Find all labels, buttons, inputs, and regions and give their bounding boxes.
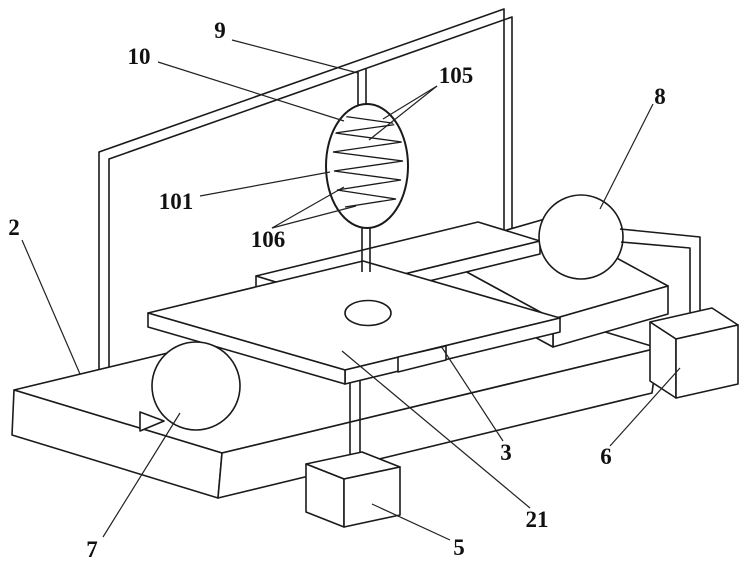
reference-labels: 9 10 105 101 106 2 8 3 21 6 5 7	[8, 18, 666, 562]
ref-label-21: 21	[526, 507, 549, 532]
plate-notch	[397, 345, 447, 373]
leader-9	[231, 39, 359, 74]
leader-105	[382, 85, 438, 120]
ref-label-2: 2	[8, 215, 20, 240]
ref-label-7: 7	[86, 537, 98, 562]
vessel-assembly	[325, 68, 409, 272]
leader-5	[371, 503, 451, 541]
ref-label-105: 105	[439, 63, 474, 88]
leader-2	[21, 239, 81, 375]
left-pump-body	[151, 341, 241, 431]
left-plate	[147, 260, 561, 385]
ref-label-5: 5	[453, 535, 465, 560]
leader-105	[368, 85, 438, 141]
ref-label-6: 6	[600, 444, 612, 469]
ref-label-101: 101	[159, 189, 194, 214]
leader-106	[271, 186, 345, 229]
right-box-front	[675, 324, 739, 399]
leader-lines	[21, 39, 681, 541]
left-drain-pipe	[349, 381, 361, 460]
heating-coil	[332, 115, 404, 208]
leader-7	[102, 412, 181, 538]
left-pump	[139, 341, 241, 432]
left-plate-left	[147, 312, 346, 385]
right-drain-pipe	[619, 228, 701, 318]
left-pump-inlet-wedge	[139, 411, 165, 432]
ref-label-106: 106	[251, 227, 286, 252]
ref-label-10: 10	[128, 44, 151, 69]
ref-label-9: 9	[214, 18, 226, 43]
bottom-box-front	[343, 466, 401, 528]
right-pump-body	[538, 194, 624, 280]
ref-label-8: 8	[654, 84, 666, 109]
leader-3	[440, 345, 504, 442]
right-pump	[538, 194, 624, 280]
right-box	[649, 307, 739, 399]
plate-hole	[344, 299, 392, 327]
ref-label-3: 3	[500, 440, 512, 465]
leader-8	[599, 103, 654, 210]
bottom-box	[305, 451, 401, 528]
leader-6	[609, 367, 681, 447]
leader-21	[341, 350, 531, 509]
leader-106	[271, 205, 357, 229]
leader-101	[199, 171, 331, 197]
leader-10	[157, 61, 345, 122]
